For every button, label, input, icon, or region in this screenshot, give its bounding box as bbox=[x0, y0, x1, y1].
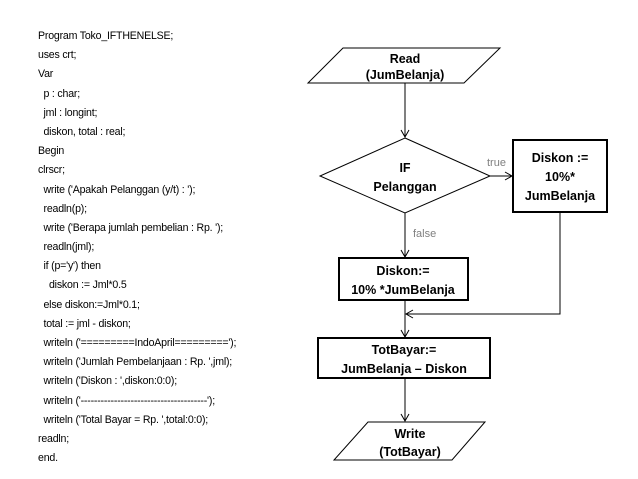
code-line: writeln ('Jumlah Pembelanjaan : Rp. ',jm… bbox=[38, 356, 233, 369]
write-label-2: (TotBayar) bbox=[379, 445, 441, 459]
code-line: else diskon:=Jml*0.1; bbox=[38, 298, 140, 311]
code-line: readln(p); bbox=[38, 202, 87, 215]
code-line: Program Toko_IFTHENELSE; bbox=[38, 30, 174, 42]
decision-label-1: IF bbox=[399, 161, 410, 175]
code-line: readln(jml); bbox=[38, 241, 95, 254]
total-process-node bbox=[317, 337, 491, 379]
decision-label-2: Pelanggan bbox=[373, 180, 436, 194]
code-line: write ('Apakah Pelanggan (y/t) : '); bbox=[38, 183, 196, 196]
read-label-2: (JumBelanja) bbox=[366, 68, 445, 82]
true-box-line-1: Diskon := bbox=[532, 151, 589, 165]
code-line: writeln ('------------------------------… bbox=[38, 394, 215, 407]
code-line: writeln ('Total Bayar = Rp. ',total:0:0)… bbox=[38, 413, 209, 426]
code-line: writeln ('Diskon : ',diskon:0:0); bbox=[38, 375, 177, 388]
read-node bbox=[306, 47, 502, 84]
code-line: readln; bbox=[38, 432, 69, 445]
false-box-line-2: 10% *JumBelanja bbox=[351, 283, 456, 297]
total-box-line-1: TotBayar:= bbox=[372, 343, 437, 357]
false-label: false bbox=[413, 228, 436, 240]
false-process-node bbox=[338, 257, 469, 301]
source-code: Program Toko_IFTHENELSE;uses crt; Var p :… bbox=[38, 27, 236, 468]
code-line: total := jml - diskon; bbox=[38, 317, 131, 330]
write-label-1: Write bbox=[394, 427, 425, 441]
code-line: jml : longint; bbox=[38, 106, 98, 119]
true-box-line-2: 10%* bbox=[545, 170, 575, 184]
code-line: Var bbox=[38, 68, 54, 81]
true-process-node bbox=[512, 139, 608, 213]
code-line: Begin bbox=[38, 145, 65, 158]
code-line: diskon, total : real; bbox=[38, 125, 126, 138]
code-line: clrscr; bbox=[38, 164, 65, 177]
code-line: writeln ('=========IndoApril========='); bbox=[38, 337, 237, 349]
decision-node bbox=[318, 137, 492, 214]
code-line: write ('Berapa jumlah pembelian : Rp. ')… bbox=[38, 221, 224, 234]
total-box-line-2: JumBelanja – Diskon bbox=[341, 362, 467, 376]
arrow-true-merge bbox=[404, 212, 561, 319]
code-line: p : char; bbox=[38, 87, 80, 100]
code-line: if (p='y') then bbox=[38, 260, 101, 273]
code-line: end. bbox=[38, 452, 58, 465]
true-box-line-3: JumBelanja bbox=[525, 189, 596, 203]
false-box-line-1: Diskon:= bbox=[376, 264, 429, 278]
read-label-1: Read bbox=[390, 52, 421, 66]
write-node bbox=[332, 421, 487, 461]
true-label: true bbox=[487, 157, 506, 169]
code-line: uses crt; bbox=[38, 49, 77, 62]
code-line: diskon := Jml*0.5 bbox=[38, 279, 127, 292]
